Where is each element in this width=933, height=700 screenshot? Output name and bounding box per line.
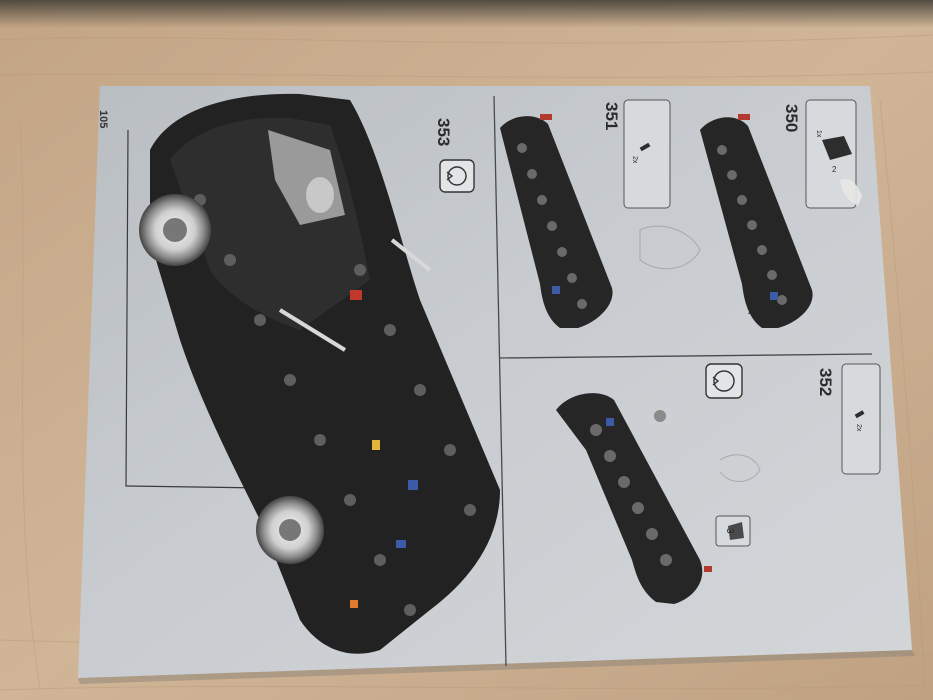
pencil-marks [639, 225, 761, 482]
step-number-352: 352 [816, 368, 835, 397]
step-350-assembly [700, 114, 813, 328]
callout-parts [639, 136, 865, 540]
page-number: 105 [97, 110, 109, 129]
top-shadow [0, 0, 933, 28]
callout-qty-350: 1x [815, 130, 822, 138]
callout-marker-a: 2 [832, 165, 837, 174]
callout-qty-351: 2x [631, 156, 638, 164]
sub-assembly-count: 3 [724, 528, 735, 534]
step-352-assembly [556, 393, 712, 604]
panel-dividers [493, 95, 873, 667]
callout-qty-352: 2x [855, 424, 862, 432]
rotate-icons [439, 159, 743, 399]
paper-tear [840, 179, 862, 206]
step-number-353: 353 [434, 118, 453, 147]
step-number-350: 350 [782, 104, 801, 133]
step-351-assembly [500, 114, 613, 328]
callout-marker-b: 2 [748, 307, 753, 316]
sheet-edge-shadow [78, 650, 915, 684]
main-model-chassis [139, 93, 500, 654]
step-number-351: 351 [602, 102, 621, 131]
